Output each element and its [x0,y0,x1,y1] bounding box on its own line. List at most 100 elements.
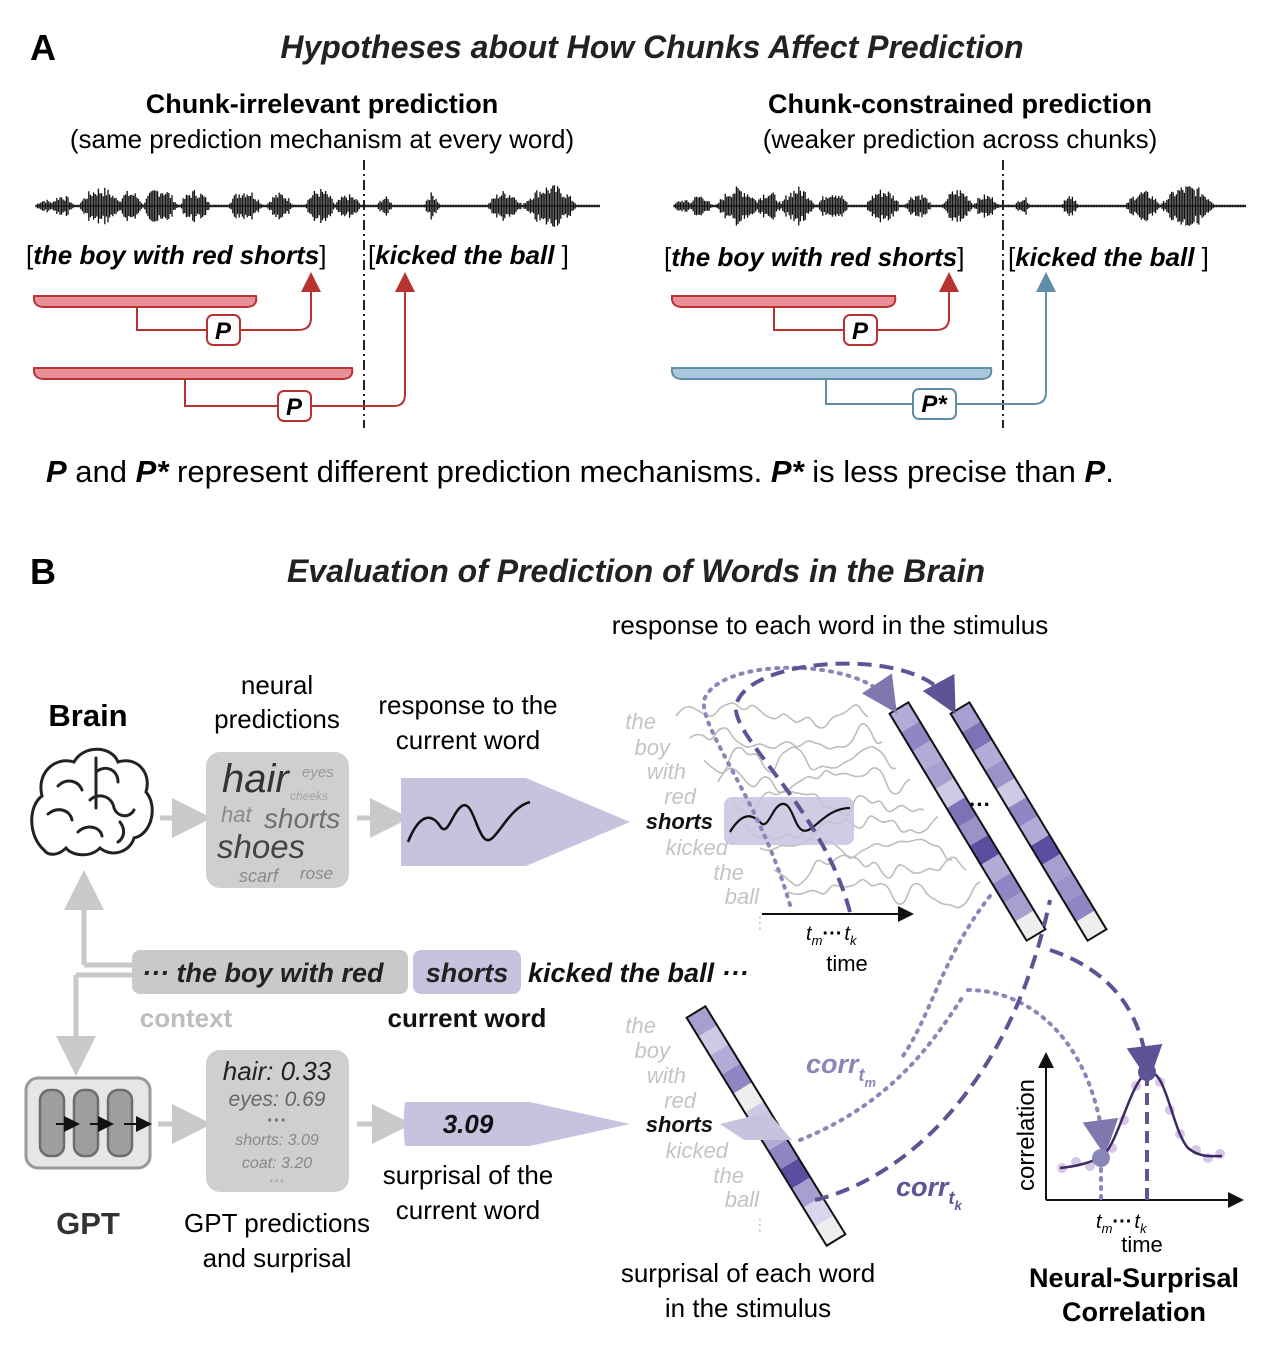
p-label-left-2: P [286,394,303,421]
stim-low-shorts: shorts [646,1112,713,1137]
gpt-icon [24,1076,152,1170]
surprisal-value: 3.09 [443,1109,494,1139]
stim-word-the-2: the [713,860,744,885]
time-axis-tm: tm···tk [806,923,858,948]
p-box-left-2 [277,390,312,422]
context-text: ··· the boy with red [142,958,384,988]
right-prediction-2: P* [670,272,1056,420]
bars-ellipsis: ··· [969,792,991,817]
word-cheeks: cheeks [290,789,328,803]
corr-tk-label: corrtk [896,1172,963,1213]
tm-point [1092,1149,1110,1167]
stim-word-boy: boy [635,735,672,760]
p-label-left-1: P [215,318,232,345]
panel-b-title: Evaluation of Prediction of Words in the… [287,553,985,589]
current-word-label: current word [388,1003,547,1033]
response-trace [689,722,883,750]
brain-icon [30,747,154,857]
stim-word-the: the [625,709,656,734]
stim-word-vdots: ⋮ [752,915,768,932]
response-each-label: response to each word in the stimulus [612,610,1048,640]
left-heading: Chunk-irrelevant prediction [146,89,499,119]
bar-outline [949,700,1108,943]
context-box [132,950,408,994]
right-subheading: (weaker prediction across chunks) [763,124,1158,154]
response-trace [787,878,981,909]
left-prediction-1: P [32,272,321,346]
word-shoes: shoes [217,828,305,865]
waveform-left [35,185,600,227]
gpt-predictions-label-1: GPT predictions [184,1208,370,1238]
stim-word-ball: ball [725,884,760,909]
gpt-pred-dots-2: ··· [269,1173,285,1190]
gpt-pred-hair: hair: 0.33 [223,1056,332,1086]
left-subheading: (same prediction mechanism at every word… [70,124,574,154]
gpt-pred-coat: coat: 3.20 [242,1155,312,1172]
corr-y-label: correlation [1013,1079,1040,1191]
rest-of-sentence: kicked the ball ··· [528,958,749,988]
dashed-arrow-top [734,661,956,913]
p-box-right-1 [843,314,878,346]
gpt-pred-shorts: shorts: 3.09 [235,1132,319,1149]
response-trace [717,767,911,795]
stim-low-red: red [664,1088,697,1113]
current-word-response-highlight [724,797,854,845]
stim-low-vdots: ⋮ [752,1217,768,1234]
current-word-box [413,950,521,994]
dashed-arrow-to-plot [1049,948,1163,1082]
stim-low-the-2: the [713,1163,744,1188]
stim-low-boy: boy [635,1038,672,1063]
tk-point [1138,1063,1156,1081]
stim-word-kicked: kicked [666,835,729,860]
left-chunk-1: the boy with red shorts [33,240,319,270]
neural-predictions-label-1: neural [241,670,313,700]
surprisal-current-label-2: current word [396,1195,541,1225]
panel-a-title: Hypotheses about How Chunks Affect Predi… [280,29,1023,65]
panel-a-caption: P and P* represent different prediction … [46,454,1114,489]
left-sentence-2: [kicked the ball ] [368,240,569,270]
dotted-arrow-top [701,665,897,907]
neural-predictions-box [206,752,349,888]
correlation-plot: correlation tm···tk time Neural-Surprisa… [1013,1052,1244,1327]
corr-title-1: Neural-Surprisal [1029,1263,1239,1293]
brain-label: Brain [48,698,127,733]
p-star-label: P* [921,391,948,418]
panel-a-letter: A [30,27,56,68]
left-prediction-2: P [32,272,415,422]
corr-curve [1059,1070,1223,1170]
p-label-right-1: P [852,318,869,345]
right-sentence-2: [kicked the ball ] [1008,242,1209,272]
neural-predictions-label-2: predictions [214,704,340,734]
word-eyes: eyes [302,764,334,781]
neural-response-bars [888,700,1108,943]
left-sentence: [the boy with red shorts] [26,240,327,270]
panel-b-letter: B [30,551,56,592]
stimulus-words-lower: the boy with red shorts kicked the ball … [625,1013,768,1234]
corr-title-2: Correlation [1062,1297,1206,1327]
stim-word-shorts: shorts [646,809,713,834]
right-heading: Chunk-constrained prediction [768,89,1152,119]
stim-low-kicked: kicked [666,1138,729,1163]
time-axis-label-upper: time [826,951,868,976]
word-hat: hat [221,802,252,827]
corr-x-label: time [1121,1232,1163,1257]
right-chunk-1: the boy with red shorts [671,242,957,272]
stim-low-ball: ball [725,1187,760,1212]
gpt-label: GPT [56,1206,120,1241]
bar-outline [685,1004,847,1248]
response-trace [759,837,953,861]
p-star-box [912,388,957,420]
word-rose: rose [300,864,333,883]
corr-sample-point [1215,1149,1225,1159]
response-current-label-1: response to the [378,690,557,720]
surprisal-each-label-1: surprisal of each word [621,1258,875,1288]
corr-tm-label: corrtm [806,1049,877,1090]
surprisal-each-label-2: in the stimulus [665,1293,831,1323]
word-shorts: shorts [264,803,340,834]
dotted-connector-mid [898,894,992,1062]
gpt-pred-eyes: eyes: 0.69 [229,1088,326,1111]
response-current-trace [406,800,531,843]
surprisal-highlight [720,1112,792,1140]
stim-low-with: with [647,1063,686,1088]
